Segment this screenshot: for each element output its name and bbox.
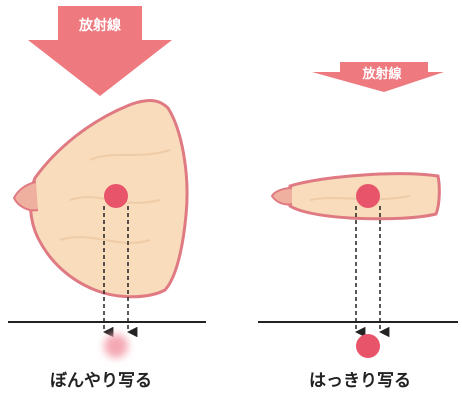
left-nipple <box>14 182 38 210</box>
right-sharp-image <box>356 334 380 358</box>
right-panel: 放射線 <box>258 62 458 358</box>
left-lesion <box>104 184 128 208</box>
left-blurred-image <box>104 334 128 358</box>
right-lesion <box>356 184 380 208</box>
left-caption: ぼんやり写る <box>50 366 152 391</box>
right-radiation-label: 放射線 <box>361 66 402 82</box>
right-nipple <box>272 188 292 205</box>
right-caption: はっきり写る <box>309 366 411 391</box>
left-panel: 放射線 <box>8 6 206 358</box>
left-radiation-label: 放射線 <box>78 17 121 34</box>
